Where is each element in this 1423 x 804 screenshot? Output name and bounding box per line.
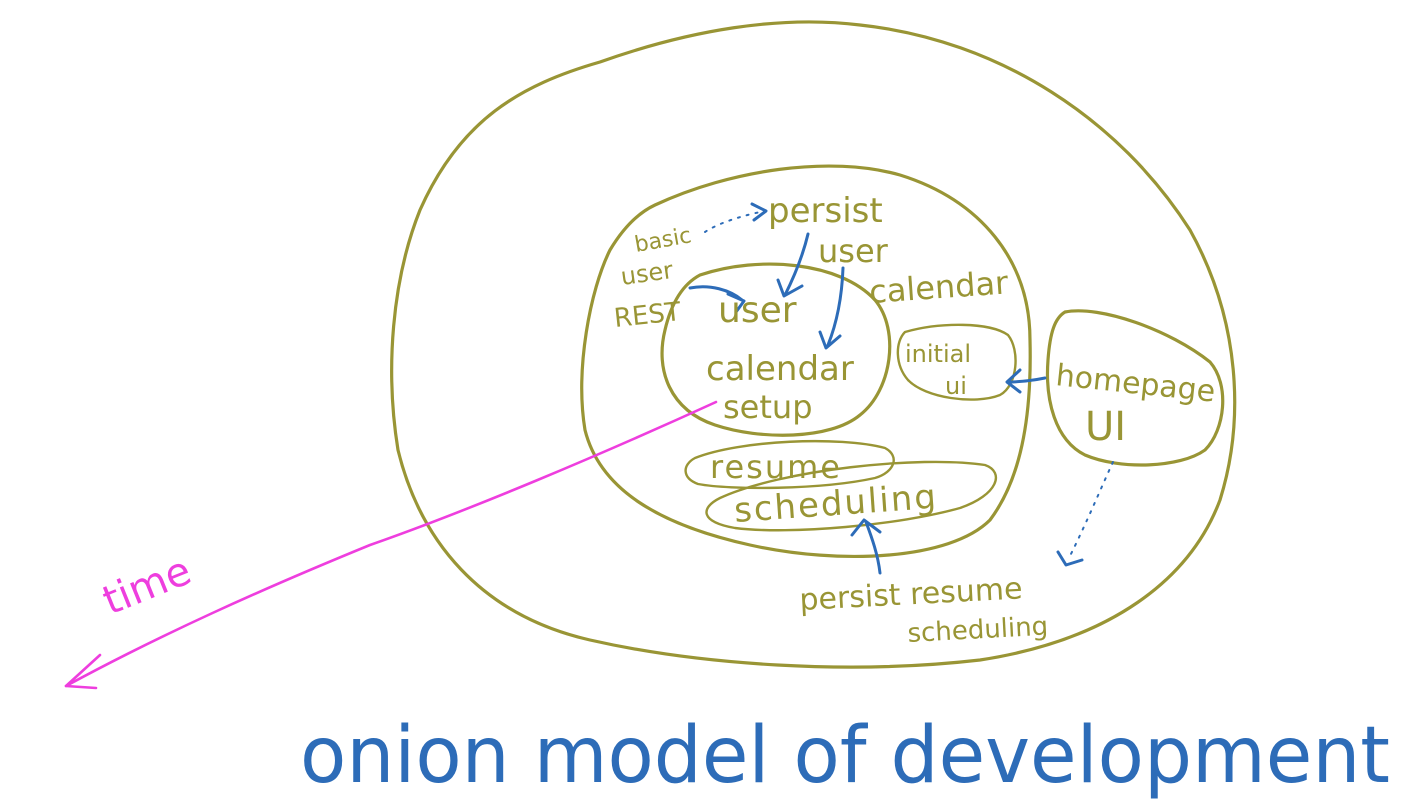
middle-layer-ring	[580, 164, 1032, 558]
homepage-ui-line1: homepage	[1054, 358, 1217, 410]
time-arrow-head	[64, 653, 102, 690]
initial-ui-line1: initial	[905, 340, 971, 368]
persist-user-line2: user	[818, 232, 889, 270]
time-arrow-line	[64, 400, 718, 688]
core-user-label: user	[718, 290, 797, 331]
initial-ui-line2: ui	[945, 372, 967, 400]
arrow-basic-to-persist	[704, 210, 766, 233]
resume-label: resume	[710, 448, 842, 486]
arrow-user-to-calendar-head	[818, 330, 842, 350]
arrow-basic-to-persist-head	[750, 202, 768, 222]
arrow-persist-to-scheduling	[864, 520, 882, 575]
basic-user-rest-line2: user	[619, 256, 675, 291]
basic-user-rest-line3: REST	[613, 297, 683, 334]
core-setup-label: setup	[723, 388, 813, 426]
initial-ui-blob	[896, 323, 1017, 401]
scheduling-pill	[705, 460, 997, 532]
core-calendar-label: calendar	[706, 349, 854, 389]
outer-layer-ring	[390, 20, 1237, 669]
diagram-title: onion model of development	[300, 711, 1390, 801]
arrow-persist-to-user	[783, 232, 810, 297]
time-label: time	[97, 548, 198, 625]
persist-resume-line2: scheduling	[907, 612, 1049, 649]
basic-user-rest-line1: basic	[633, 223, 694, 258]
persist-resume-line1: persist resume	[799, 571, 1024, 618]
arrow-homepage-to-persist	[1067, 461, 1114, 561]
homepage-ui-blob	[1045, 309, 1225, 467]
arrow-persist-to-user-head	[776, 278, 804, 298]
calendar-label: calendar	[868, 263, 1010, 311]
arrow-user-to-calendar	[826, 266, 845, 347]
arrow-homepage-to-ui	[1006, 376, 1047, 384]
arrow-homepage-to-persist-head	[1056, 550, 1084, 567]
arrow-homepage-to-ui-head	[1005, 368, 1022, 394]
persist-user-line1: persist	[768, 191, 883, 231]
arrow-persist-to-scheduling-head	[850, 518, 882, 537]
resume-pill	[684, 439, 895, 490]
homepage-ui-line2: UI	[1085, 404, 1126, 450]
arrow-rest-to-user-head	[726, 292, 746, 314]
